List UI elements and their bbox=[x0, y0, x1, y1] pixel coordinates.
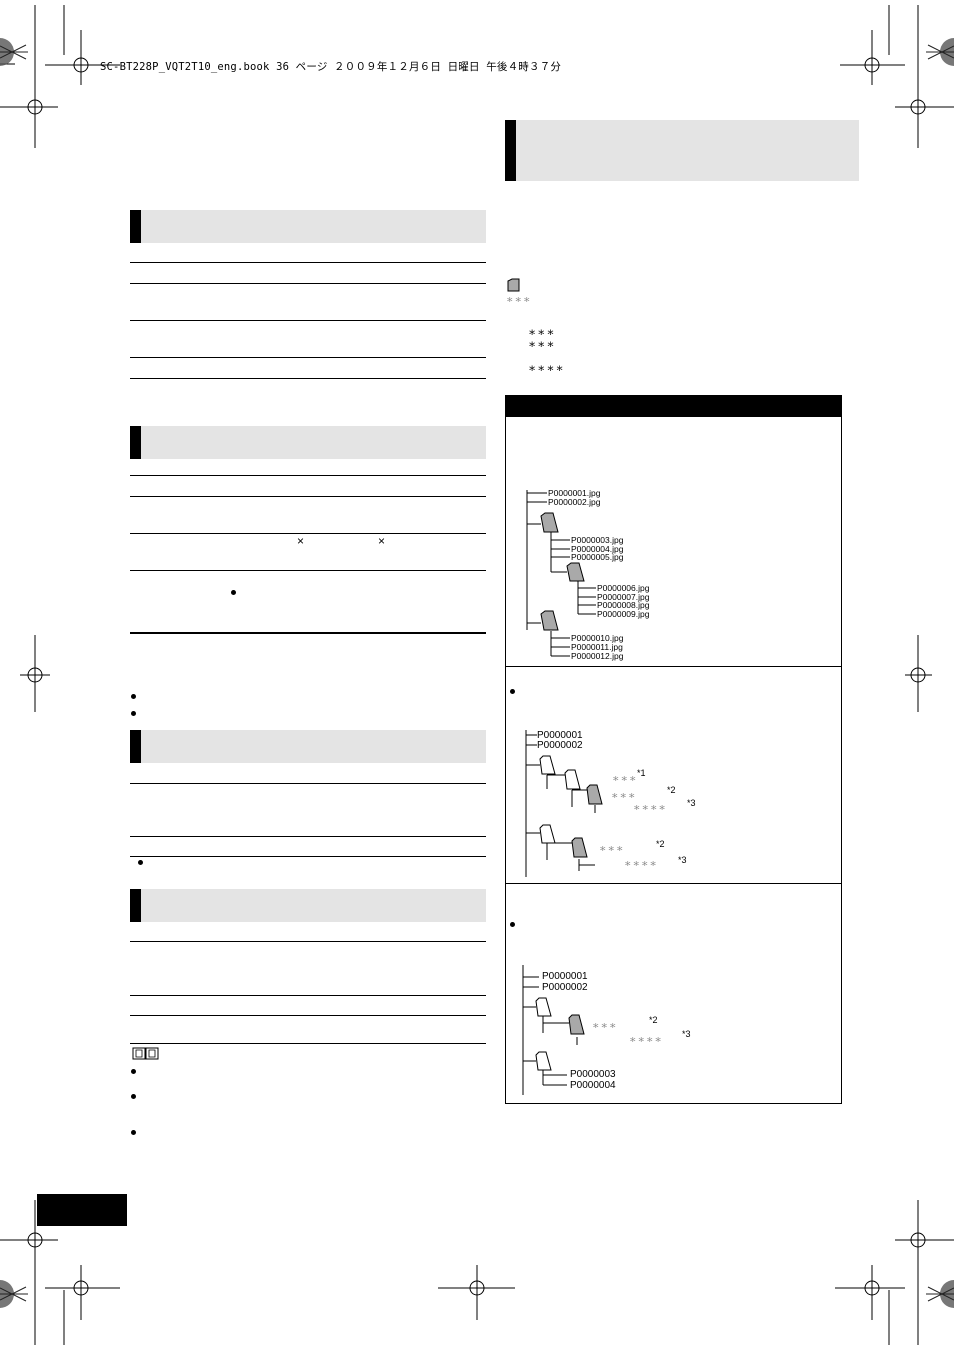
file-label: P0000002 bbox=[537, 740, 583, 751]
rule bbox=[130, 533, 486, 534]
rule bbox=[130, 783, 486, 784]
section-bar-3 bbox=[130, 730, 486, 763]
tree-diagram-2 bbox=[525, 730, 603, 877]
file-mark: ∗∗∗∗ bbox=[624, 857, 658, 870]
bullet bbox=[131, 1094, 136, 1099]
page-number-tab bbox=[37, 1194, 127, 1226]
tree-diagram-1 bbox=[526, 490, 596, 657]
file-label: P0000003 bbox=[570, 1069, 616, 1080]
rule bbox=[130, 357, 486, 358]
file-label: P0000012.jpg bbox=[571, 651, 624, 661]
folder-structure-table bbox=[505, 395, 842, 1104]
row-divider bbox=[506, 666, 841, 667]
bullet bbox=[131, 711, 136, 716]
bullet bbox=[510, 689, 515, 694]
file-label: P0000004.jpg bbox=[571, 544, 624, 554]
multiply-sign: × bbox=[378, 534, 386, 548]
rule bbox=[130, 1015, 486, 1016]
section-bar-2 bbox=[130, 426, 486, 459]
bullet bbox=[138, 860, 143, 865]
rule bbox=[130, 995, 486, 996]
rule bbox=[130, 283, 486, 284]
bullet bbox=[510, 922, 515, 927]
folder-mark: ∗∗∗ bbox=[599, 842, 625, 855]
book-icon bbox=[132, 1047, 159, 1060]
footnote-mark: *3 bbox=[678, 855, 687, 865]
file-label: P0000006.jpg bbox=[597, 583, 650, 593]
rule bbox=[130, 320, 486, 321]
rule bbox=[130, 570, 486, 571]
multiply-sign: × bbox=[297, 534, 305, 548]
rule bbox=[130, 496, 486, 497]
footnote-mark: *1 bbox=[637, 768, 646, 778]
file-label: P0000001 bbox=[542, 971, 588, 982]
folder-mark: ∗∗∗ bbox=[611, 789, 637, 802]
file-label: P0000010.jpg bbox=[571, 633, 624, 643]
bullet bbox=[131, 1069, 136, 1074]
rule bbox=[130, 378, 486, 379]
file-label: P0000002 bbox=[542, 982, 588, 993]
rule bbox=[130, 475, 486, 476]
footnote-mark: *3 bbox=[687, 798, 696, 808]
tree-diagram-3 bbox=[522, 965, 585, 1095]
rule bbox=[130, 836, 486, 837]
bullet bbox=[231, 590, 236, 595]
footnote-mark: *3 bbox=[682, 1029, 691, 1039]
table-header bbox=[506, 396, 841, 417]
file-label: P0000005.jpg bbox=[571, 552, 624, 562]
file-mark: ∗∗∗∗ bbox=[528, 361, 565, 375]
folder-mark: ∗∗∗ bbox=[528, 337, 556, 351]
folder-icon bbox=[507, 278, 520, 292]
print-header: SC-BT228P_VQT2T10_eng.book 36 ページ ２００９年１… bbox=[100, 61, 562, 73]
footnote-mark: *2 bbox=[656, 839, 665, 849]
rule bbox=[130, 856, 486, 857]
file-label: P0000001.jpg bbox=[548, 488, 601, 498]
file-label: P0000008.jpg bbox=[597, 600, 650, 610]
folder-mark: ∗∗∗ bbox=[528, 325, 556, 339]
file-label: P0000009.jpg bbox=[597, 609, 650, 619]
folder-mark: ∗∗∗ bbox=[592, 1019, 618, 1032]
section-bar-1 bbox=[130, 210, 486, 243]
file-label: P0000004 bbox=[570, 1080, 616, 1091]
bullet bbox=[131, 1130, 136, 1135]
rule bbox=[130, 941, 486, 942]
row-divider bbox=[506, 883, 841, 884]
file-label: P0000007.jpg bbox=[597, 592, 650, 602]
file-label: P0000001 bbox=[537, 730, 583, 741]
footnote-mark: *2 bbox=[667, 785, 676, 795]
file-mark: ∗∗∗∗ bbox=[633, 801, 667, 814]
file-label: P0000003.jpg bbox=[571, 535, 624, 545]
section-bar-4 bbox=[130, 889, 486, 922]
footnote-mark: *2 bbox=[649, 1015, 658, 1025]
file-label: P0000002.jpg bbox=[548, 497, 601, 507]
folder-mark: ∗∗∗ bbox=[612, 772, 638, 785]
rule bbox=[130, 1043, 486, 1044]
bullet bbox=[131, 694, 136, 699]
section-bar-right bbox=[505, 120, 859, 181]
folder-mark: ∗∗∗ bbox=[506, 293, 532, 306]
file-mark: ∗∗∗∗ bbox=[629, 1033, 663, 1046]
file-label: P0000011.jpg bbox=[571, 642, 623, 652]
rule bbox=[130, 632, 486, 634]
rule bbox=[130, 262, 486, 263]
